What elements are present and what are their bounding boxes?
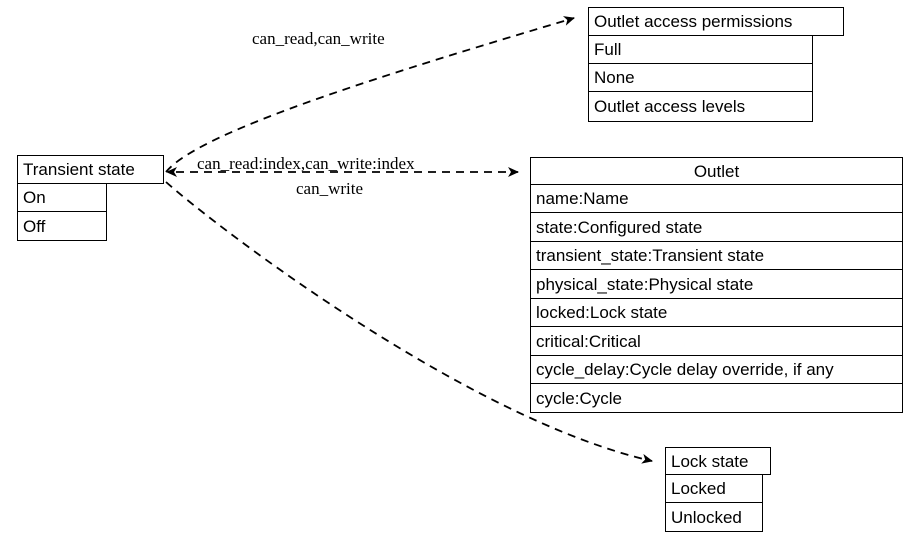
entity-row: state:Configured state — [531, 213, 902, 242]
entity-row: name:Name — [531, 185, 902, 213]
edge-label-can-write: can_write — [296, 179, 364, 198]
edge-to-permissions-path — [165, 16, 575, 173]
entity-outlet-access-permissions-title: Outlet access permissions — [588, 7, 844, 36]
edge-to-lock-state-path — [165, 181, 653, 464]
entity-row: Outlet access levels — [594, 97, 746, 116]
entity-row: Off — [23, 216, 46, 236]
entity-row: critical:Critical — [531, 327, 902, 356]
entity-row: cycle:Cycle — [536, 388, 622, 408]
entity-row: None — [589, 64, 812, 92]
entity-row: Full — [589, 36, 812, 64]
entity-outlet-rows: name:Name state:Configured state transie… — [530, 185, 903, 413]
entity-lock-state-rows: Locked Unlocked — [665, 475, 763, 532]
entity-row: Locked — [666, 475, 762, 503]
edge-label-can-read-index-can-write-index: can_read:index,can_write:index — [197, 154, 415, 173]
entity-outlet-title: Outlet — [530, 157, 903, 185]
entity-row: transient_state:Transient state — [531, 242, 902, 270]
entity-transient-state-title: Transient state — [17, 155, 164, 184]
entity-outlet-access-permissions-rows: Full None Outlet access levels — [588, 36, 813, 122]
entity-row: On — [18, 184, 106, 212]
edge-label-can-read-can-write: can_read,can_write — [252, 29, 385, 48]
entity-row: physical_state:Physical state — [531, 270, 902, 299]
entity-row: cycle_delay:Cycle delay override, if any — [531, 356, 902, 384]
entity-row: locked:Lock state — [531, 299, 902, 327]
entity-transient-state-rows: On Off — [17, 184, 107, 241]
entity-row: Unlocked — [671, 507, 742, 527]
entity-lock-state-title: Lock state — [665, 447, 771, 475]
